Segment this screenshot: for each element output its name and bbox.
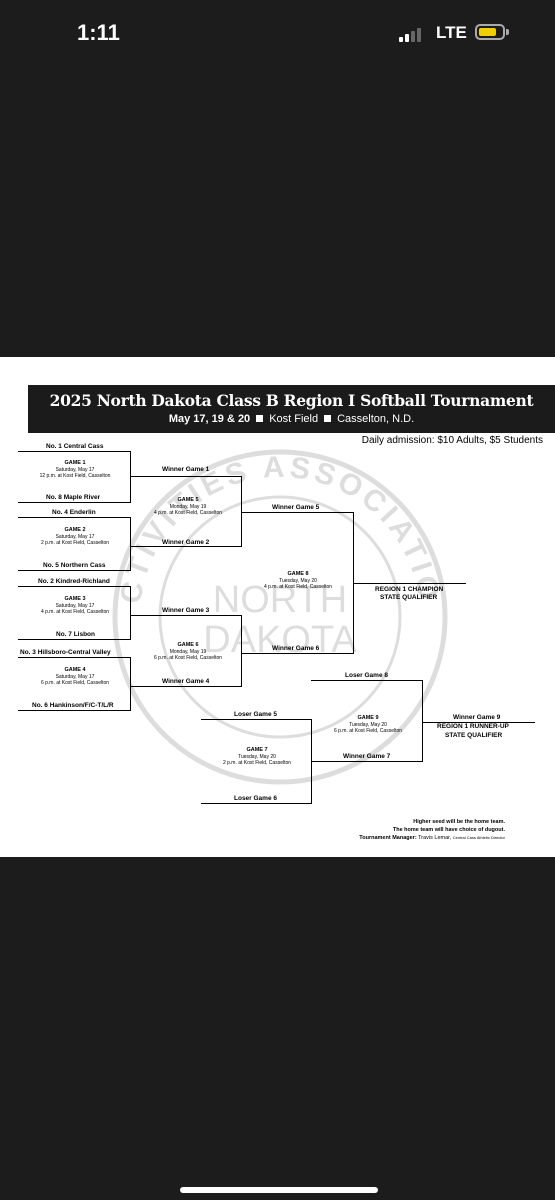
slot-winner-game-1: Winner Game 1: [162, 466, 210, 473]
team-maple-river: No. 8 Maple River: [46, 494, 101, 501]
region-champion-label: REGION 1 CHAMPION: [375, 586, 444, 593]
tournament-dates: May 17, 19 & 20: [168, 413, 251, 425]
tournament-title: 2025 North Dakota Class B Region I Softb…: [49, 391, 534, 410]
battery-cap: [506, 29, 509, 35]
tournament-subtitle: May 17, 19 & 20 Kost Field Casselton, N.D.: [28, 413, 555, 425]
bracket-footer: Higher seed will be the home team. The h…: [359, 819, 505, 843]
team-hillsboro-central-valley: No. 3 Hillsboro-Central Valley: [20, 649, 111, 656]
slot-winner-game-6: Winner Game 6: [272, 645, 320, 652]
team-northern-cass: No. 5 Northern Cass: [43, 562, 106, 569]
team-enderlin: No. 4 Enderlin: [52, 509, 96, 516]
clock: 1:11: [77, 20, 120, 45]
svg-text:DAKOTA: DAKOTA: [203, 619, 357, 661]
network-label: LTE: [436, 23, 467, 42]
signal-icon: [399, 27, 431, 42]
tournament-city: Casselton, N.D.: [337, 413, 415, 425]
home-team-note: Higher seed will be the home team.: [413, 819, 505, 825]
region-runner-up-label: REGION 1 RUNNER-UP: [437, 723, 509, 730]
admission-info: Daily admission: $10 Adults, $5 Students: [361, 435, 543, 446]
team-lisbon: No. 7 Lisbon: [56, 631, 95, 638]
team-kindred-richland: No. 2 Kindred-Richland: [38, 578, 110, 585]
manager-title: Central Cass Athletic Director: [452, 835, 505, 840]
battery-icon: [475, 24, 505, 40]
slot-winner-game-7: Winner Game 7: [343, 753, 391, 760]
team-hankinson: No. 6 Hankinson/F/C-T/L/R: [32, 702, 114, 709]
slot-winner-game-9: Winner Game 9: [453, 714, 501, 721]
slot-winner-game-3: Winner Game 3: [162, 607, 210, 614]
slot-loser-game-8: Loser Game 8: [345, 672, 388, 679]
champion-state-qualifier-label: STATE QUALIFIER: [380, 594, 438, 601]
svg-text:NORTH: NORTH: [213, 579, 347, 621]
slot-winner-game-5: Winner Game 5: [272, 504, 320, 511]
status-bar: 1:11 LTE: [0, 0, 555, 70]
runner-up-state-qualifier-label: STATE QUALIFIER: [445, 732, 503, 739]
slot-winner-game-2: Winner Game 2: [162, 539, 210, 546]
manager-label: Tournament Manager:: [359, 835, 417, 841]
slot-winner-game-4: Winner Game 4: [162, 678, 210, 685]
tournament-venue: Kost Field: [269, 413, 319, 425]
manager-name: Travis Lemar,: [418, 835, 452, 841]
slot-loser-game-6: Loser Game 6: [234, 795, 277, 802]
slot-loser-game-5: Loser Game 5: [234, 711, 277, 718]
dugout-note: The home team will have choice of dugout…: [392, 826, 505, 833]
home-indicator[interactable]: [180, 1187, 378, 1193]
team-central-cass: No. 1 Central Cass: [46, 443, 104, 450]
tournament-header: 2025 North Dakota Class B Region I Softb…: [28, 385, 555, 433]
